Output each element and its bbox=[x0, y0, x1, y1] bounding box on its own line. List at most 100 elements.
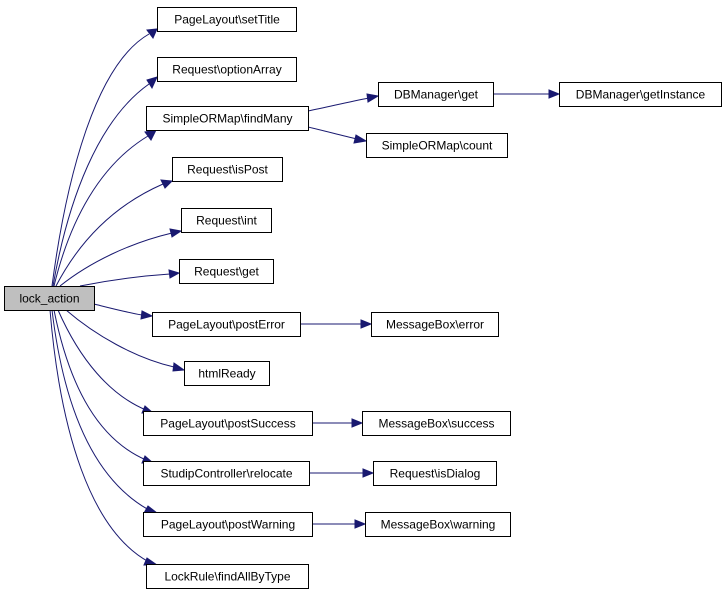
node-msgError[interactable]: MessageBox\error bbox=[371, 312, 499, 337]
node-lock_action[interactable]: lock_action bbox=[4, 286, 95, 311]
edge-arrowhead bbox=[360, 319, 373, 329]
node-htmlReady[interactable]: htmlReady bbox=[184, 361, 270, 386]
edge-lock_action-to-postWarning bbox=[51, 309, 159, 514]
node-reqGet[interactable]: Request\get bbox=[179, 259, 274, 284]
node-msgWarning[interactable]: MessageBox\warning bbox=[365, 512, 511, 537]
edge-arrowhead bbox=[146, 76, 158, 90]
node-label: Request\isPost bbox=[187, 163, 268, 177]
edge-lock_action-to-isPost bbox=[55, 179, 174, 287]
node-box[interactable] bbox=[157, 57, 297, 82]
node-box[interactable] bbox=[143, 411, 313, 436]
node-label: LockRule\findAllByType bbox=[164, 570, 290, 584]
edge-arrowhead bbox=[140, 310, 154, 320]
node-label: StudipController\relocate bbox=[160, 467, 292, 481]
node-box[interactable] bbox=[172, 157, 283, 182]
edge-line bbox=[59, 232, 173, 287]
node-box[interactable] bbox=[146, 564, 309, 589]
node-findAllByType[interactable]: LockRule\findAllByType bbox=[146, 564, 309, 589]
node-label: PageLayout\postWarning bbox=[161, 518, 295, 532]
edge-lock_action-to-postError bbox=[93, 303, 154, 320]
edge-line bbox=[53, 135, 149, 287]
node-box[interactable] bbox=[143, 461, 310, 486]
edge-arrowhead bbox=[172, 362, 186, 372]
node-findMany[interactable]: SimpleORMap\findMany bbox=[146, 106, 309, 131]
node-label: Request\get bbox=[194, 265, 259, 279]
node-box[interactable] bbox=[373, 461, 497, 486]
edge-line bbox=[79, 273, 171, 287]
node-count[interactable]: SimpleORMap\count bbox=[366, 133, 508, 158]
node-box[interactable] bbox=[179, 259, 274, 284]
edge-postWarning-to-msgWarning bbox=[312, 519, 367, 529]
node-int[interactable]: Request\int bbox=[181, 208, 272, 233]
node-postSuccess[interactable]: PageLayout\postSuccess bbox=[143, 411, 313, 436]
node-box[interactable] bbox=[143, 512, 313, 537]
edge-arrowhead bbox=[366, 93, 380, 103]
node-postError[interactable]: PageLayout\postError bbox=[152, 312, 301, 337]
node-box[interactable] bbox=[366, 133, 508, 158]
node-box[interactable] bbox=[365, 512, 511, 537]
edge-postSuccess-to-msgSuccess bbox=[312, 418, 364, 428]
edge-arrowhead bbox=[143, 557, 159, 566]
edge-arrowhead bbox=[168, 269, 181, 279]
edge-arrowhead bbox=[354, 519, 367, 529]
node-label: Request\optionArray bbox=[172, 63, 281, 77]
node-isDialog[interactable]: Request\isDialog bbox=[373, 461, 497, 486]
node-label: MessageBox\error bbox=[386, 318, 484, 332]
edge-line bbox=[307, 126, 358, 140]
node-box[interactable] bbox=[146, 106, 309, 131]
edge-line bbox=[65, 309, 175, 368]
node-label: MessageBox\warning bbox=[381, 518, 496, 532]
node-box[interactable] bbox=[559, 82, 722, 107]
edge-arrowhead bbox=[351, 418, 364, 428]
node-optionArray[interactable]: Request\optionArray bbox=[157, 57, 297, 82]
edge-line bbox=[49, 309, 150, 563]
node-box[interactable] bbox=[4, 286, 95, 311]
nodes-layer: lock_action PageLayout\setTitleRequest\op… bbox=[4, 7, 722, 589]
node-box[interactable] bbox=[378, 82, 494, 107]
node-msgSuccess[interactable]: MessageBox\success bbox=[362, 411, 511, 436]
edge-line bbox=[51, 33, 150, 287]
node-label: SimpleORMap\findMany bbox=[162, 112, 292, 126]
node-setTitle[interactable]: PageLayout\setTitle bbox=[157, 7, 297, 32]
edge-findMany-to-dbGet bbox=[307, 93, 380, 112]
edge-arrowhead bbox=[160, 179, 174, 189]
node-box[interactable] bbox=[152, 312, 301, 337]
edge-arrowhead bbox=[353, 134, 368, 144]
node-label: PageLayout\postSuccess bbox=[160, 417, 295, 431]
edge-arrowhead bbox=[362, 468, 375, 478]
node-label: DBManager\get bbox=[394, 88, 479, 102]
node-box[interactable] bbox=[157, 7, 297, 32]
node-getInstance[interactable]: DBManager\getInstance bbox=[559, 82, 722, 107]
node-label: lock_action bbox=[19, 292, 79, 306]
node-relocate[interactable]: StudipController\relocate bbox=[143, 461, 310, 486]
edge-line bbox=[51, 309, 150, 511]
node-postWarning[interactable]: PageLayout\postWarning bbox=[143, 512, 313, 537]
edges-layer bbox=[49, 28, 561, 566]
edge-postError-to-msgError bbox=[300, 319, 373, 329]
node-label: Request\isDialog bbox=[390, 467, 481, 481]
edge-lock_action-to-reqGet bbox=[79, 269, 181, 287]
edge-arrowhead bbox=[548, 89, 561, 99]
edge-arrowhead bbox=[146, 28, 158, 39]
node-isPost[interactable]: Request\isPost bbox=[172, 157, 283, 182]
node-box[interactable] bbox=[362, 411, 511, 436]
node-label: SimpleORMap\count bbox=[382, 139, 493, 153]
edge-lock_action-to-htmlReady bbox=[65, 309, 186, 372]
node-label: DBManager\getInstance bbox=[576, 88, 706, 102]
node-box[interactable] bbox=[181, 208, 272, 233]
node-label: Request\int bbox=[196, 214, 257, 228]
node-label: PageLayout\postError bbox=[168, 318, 285, 332]
edge-line bbox=[307, 97, 370, 112]
edge-lock_action-to-setTitle bbox=[51, 28, 158, 287]
node-label: htmlReady bbox=[198, 367, 255, 381]
node-dbGet[interactable]: DBManager\get bbox=[378, 82, 494, 107]
node-box[interactable] bbox=[184, 361, 270, 386]
edge-arrowhead bbox=[144, 129, 157, 141]
edge-line bbox=[53, 309, 147, 461]
node-box[interactable] bbox=[371, 312, 499, 337]
edge-lock_action-to-postSuccess bbox=[57, 309, 155, 414]
edge-arrowhead bbox=[169, 228, 183, 238]
edge-line bbox=[52, 83, 150, 287]
edge-lock_action-to-int bbox=[59, 228, 183, 287]
